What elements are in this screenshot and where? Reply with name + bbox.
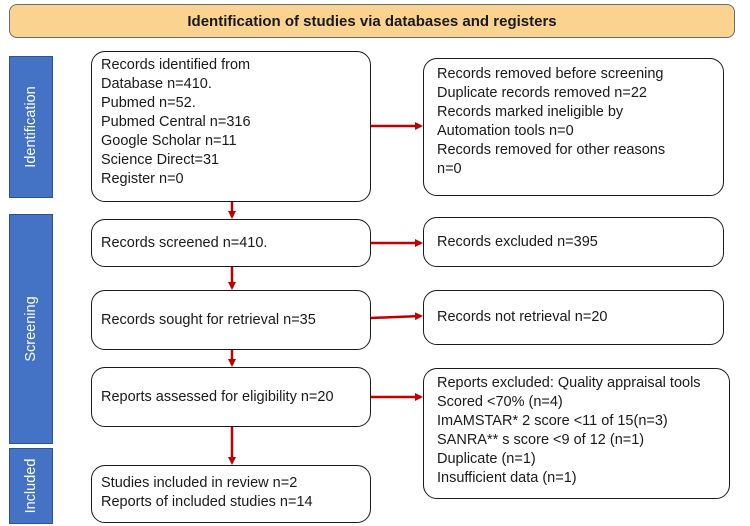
records-identified-line: Register n=0 (101, 171, 184, 187)
records-identified-box: Records identified from Database n=410. … (91, 51, 371, 202)
reports-assessed-box: Reports assessed for eligibility n=20 (91, 367, 371, 427)
phase-included: Included (9, 448, 53, 524)
records-removed-line: Records removed before screening (437, 66, 664, 82)
studies-included-box: Studies included in review n=2 Reports o… (91, 465, 371, 523)
diagram-header: Identification of studies via databases … (9, 4, 735, 38)
records-sought-box: Records sought for retrieval n=35 (91, 290, 371, 350)
reports-excluded-line: Scored <70% (n=4) (437, 394, 563, 410)
records-removed-line: Automation tools n=0 (437, 123, 574, 139)
header-title: Identification of studies via databases … (187, 12, 557, 30)
reports-excluded-line: Insufficient data (n=1) (437, 470, 577, 486)
reports-excluded-line: ImAMSTAR* 2 score <11 of 15(n=3) (437, 413, 668, 429)
reports-excluded-box: Reports excluded: Quality appraisal tool… (423, 368, 730, 499)
records-not-retrieved-box: Records not retrieval n=20 (423, 290, 724, 345)
records-identified-line: Google Scholar n=11 (101, 133, 237, 149)
phase-screening: Screening (9, 214, 53, 444)
records-screened-box: Records screened n=410. (91, 219, 371, 267)
records-excluded-text: Records excluded n=395 (437, 233, 598, 250)
reports-excluded-line: Reports excluded: Quality appraisal tool… (437, 375, 701, 391)
records-identified-line: Science Direct=31 (101, 152, 220, 168)
records-sought-text: Records sought for retrieval n=35 (101, 311, 316, 328)
records-not-retrieved-text: Records not retrieval n=20 (437, 309, 608, 325)
studies-included-line: Studies included in review n=2 (101, 475, 298, 491)
records-removed-line: Records removed for other reasons (437, 142, 666, 158)
records-identified-line: Database n=410. (101, 76, 212, 92)
reports-excluded-line: SANRA** s score <9 of 12 (n=1) (437, 432, 645, 448)
studies-included-line: Reports of included studies n=14 (101, 494, 313, 510)
records-screened-text: Records screened n=410. (101, 234, 268, 251)
records-removed-line: n=0 (437, 161, 462, 177)
records-removed-line: Duplicate records removed n=22 (437, 85, 647, 101)
reports-excluded-line: Duplicate (n=1) (437, 451, 536, 467)
records-removed-line: Records marked ineligible by (437, 104, 624, 120)
records-removed-box: Records removed before screening Duplica… (423, 58, 724, 196)
records-identified-line: Pubmed Central n=316 (101, 114, 251, 130)
records-identified-line: Pubmed n=52. (101, 95, 196, 111)
phase-identification: Identification (9, 56, 53, 198)
reports-assessed-text: Reports assessed for eligibility n=20 (101, 388, 334, 405)
records-identified-line: Records identified from (101, 57, 251, 73)
records-excluded-box: Records excluded n=395 (423, 217, 724, 267)
arrow-sought-to-not-retrieved (370, 312, 423, 321)
